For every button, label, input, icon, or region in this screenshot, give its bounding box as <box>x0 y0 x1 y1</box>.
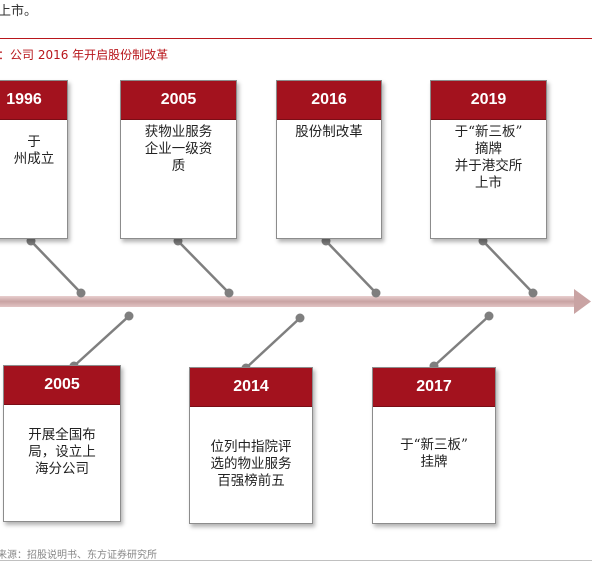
event-description: 股份制改革 <box>295 124 363 140</box>
event-year: 2019 <box>431 81 546 120</box>
connector-line <box>73 315 130 367</box>
connector-line <box>325 240 377 294</box>
caption-rule <box>0 38 592 39</box>
event-year: 2005 <box>121 81 236 120</box>
timeline-axis <box>0 289 591 314</box>
connector-dot <box>295 313 305 323</box>
event-year: 2017 <box>373 368 495 407</box>
source-footer: 来源：招股说明书、东方证券研究所 <box>0 550 157 561</box>
connector-line <box>433 315 490 367</box>
connector-dot <box>224 288 234 298</box>
event-year: 2014 <box>190 368 312 407</box>
connector-lines <box>30 240 534 369</box>
connector-dot <box>484 311 494 321</box>
event-description: 获物业服务 企业一级资 质 <box>144 124 213 174</box>
footer-rule <box>0 560 592 561</box>
figure-caption: ：公司 2016 年开启股份制改革 <box>0 48 169 62</box>
event-card-bottom: 2014 位列中指院评 选的物业服务 百强榜前五 <box>189 367 313 524</box>
event-card-top: 2019 于“新三板” 摘牌 并于港交所 上市 <box>430 80 547 239</box>
event-card-top: 1996 于 州成立 <box>0 80 68 239</box>
event-card-top: 2016 股份制改革 <box>276 80 382 239</box>
connector-line <box>177 240 230 294</box>
event-description: 开展全国布 局，设立上 海分公司 <box>28 427 96 477</box>
connector-dot <box>76 288 86 298</box>
event-year: 2016 <box>277 81 381 120</box>
event-description: 于“新三板” 挂牌 <box>400 437 468 470</box>
connector-dot <box>528 288 538 298</box>
event-description: 于“新三板” 摘牌 并于港交所 上市 <box>454 124 523 191</box>
event-year: 1996 <box>0 81 67 120</box>
event-card-top: 2005 获物业服务 企业一级资 质 <box>120 80 237 239</box>
connector-line <box>482 240 534 294</box>
connector-dot <box>371 288 381 298</box>
top-text: 上市。 <box>0 4 38 19</box>
event-year: 2005 <box>4 366 120 405</box>
event-description: 于 州成立 <box>13 134 55 167</box>
connector-dot <box>124 311 134 321</box>
event-card-bottom: 2017 于“新三板” 挂牌 <box>372 367 496 524</box>
connector-line <box>245 317 301 369</box>
event-card-bottom: 2005 开展全国布 局，设立上 海分公司 <box>3 365 121 522</box>
connector-line <box>30 240 82 294</box>
event-description: 位列中指院评 选的物业服务 百强榜前五 <box>210 439 292 489</box>
